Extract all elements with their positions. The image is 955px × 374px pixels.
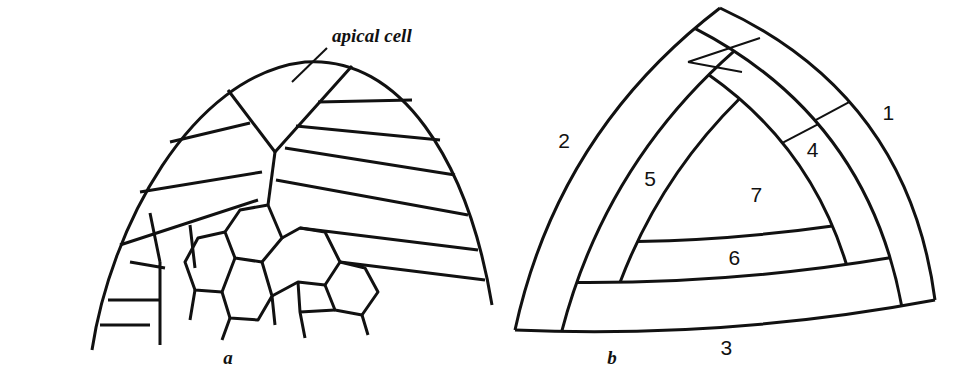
callout-number: 1 — [882, 101, 894, 122]
apical-cell-wall — [228, 66, 352, 152]
figure-letter: b — [607, 348, 617, 367]
segment-walls-left-lower — [100, 213, 165, 345]
outer-cell-wall — [720, 8, 935, 300]
apical-cell-segments-figure — [515, 8, 935, 332]
hexagonal-cell — [185, 232, 235, 292]
part-label: apical cell — [332, 26, 412, 45]
cell-walls-lower — [190, 282, 368, 340]
callout-number: 4 — [807, 139, 819, 160]
division-wall — [637, 226, 832, 242]
hexagonal-cell — [222, 262, 272, 320]
apex-outline — [92, 62, 492, 350]
callout-number: 2 — [558, 129, 570, 150]
division-wall — [620, 99, 739, 283]
hexagonal-cell — [325, 262, 378, 315]
segment-walls-right — [276, 100, 485, 280]
callout-number: 6 — [729, 246, 741, 267]
callout-number: 7 — [751, 183, 763, 204]
outer-cell-wall — [515, 300, 935, 332]
shoot-apex-figure — [92, 62, 492, 350]
leader-line — [292, 48, 327, 82]
segment-walls-left — [120, 123, 262, 268]
cross-wall — [815, 102, 849, 121]
division-wall — [562, 51, 734, 331]
callout-number: 3 — [721, 336, 733, 357]
cell-wall — [268, 152, 275, 205]
figure-letter: a — [223, 348, 233, 367]
hexagonal-cell — [225, 205, 282, 262]
callout-number: 5 — [644, 167, 656, 188]
notch-mark — [688, 38, 760, 72]
hexagonal-cell — [272, 228, 340, 296]
